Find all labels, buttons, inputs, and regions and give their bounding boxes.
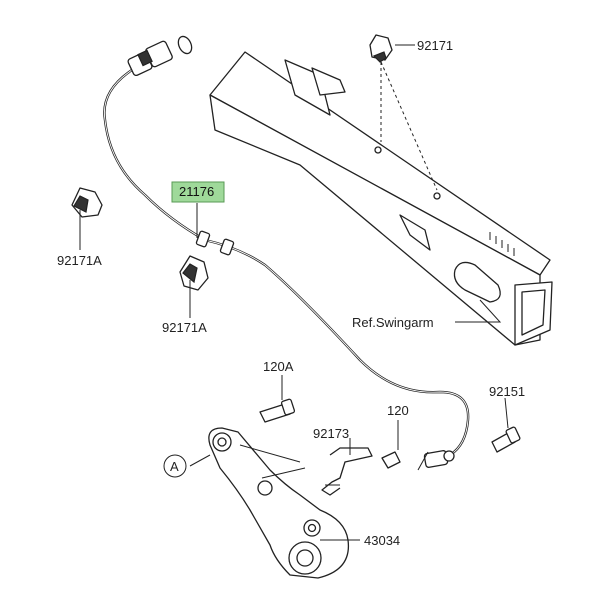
circle-marker <box>163 454 187 478</box>
label-92171: 92171 <box>417 38 453 53</box>
label-21176[interactable]: 21176 <box>179 184 214 199</box>
clamp-92171 <box>369 34 438 191</box>
label-120A: 120A <box>263 359 294 374</box>
clip-92173 <box>321 447 373 496</box>
label-ref-swingarm: Ref.Swingarm <box>352 315 434 330</box>
sensor-bracket <box>208 427 350 579</box>
label-92171A-lower: 92171A <box>162 320 207 335</box>
highlight-21176 <box>171 181 225 203</box>
speed-sensor <box>417 450 455 471</box>
bolt-120A <box>259 375 296 423</box>
clamp-92171A-lower <box>179 255 209 291</box>
cable-connector <box>127 35 193 77</box>
cable-grommet <box>195 230 235 256</box>
bolt-92151 <box>491 397 521 453</box>
clamp-92171A-upper <box>71 187 103 218</box>
bolt-120 <box>381 420 401 469</box>
sensor-cable <box>103 35 470 457</box>
label-A: A <box>170 459 179 474</box>
label-92173: 92173 <box>313 426 349 441</box>
label-92151: 92151 <box>489 384 525 399</box>
part-labels: 92171 21176 92171A 92171A Ref.Swingarm 1… <box>57 38 525 548</box>
leader-lines <box>79 44 502 541</box>
label-43034: 43034 <box>364 533 400 548</box>
swingarm <box>209 51 553 346</box>
label-120: 120 <box>387 403 409 418</box>
label-92171A-upper: 92171A <box>57 253 102 268</box>
